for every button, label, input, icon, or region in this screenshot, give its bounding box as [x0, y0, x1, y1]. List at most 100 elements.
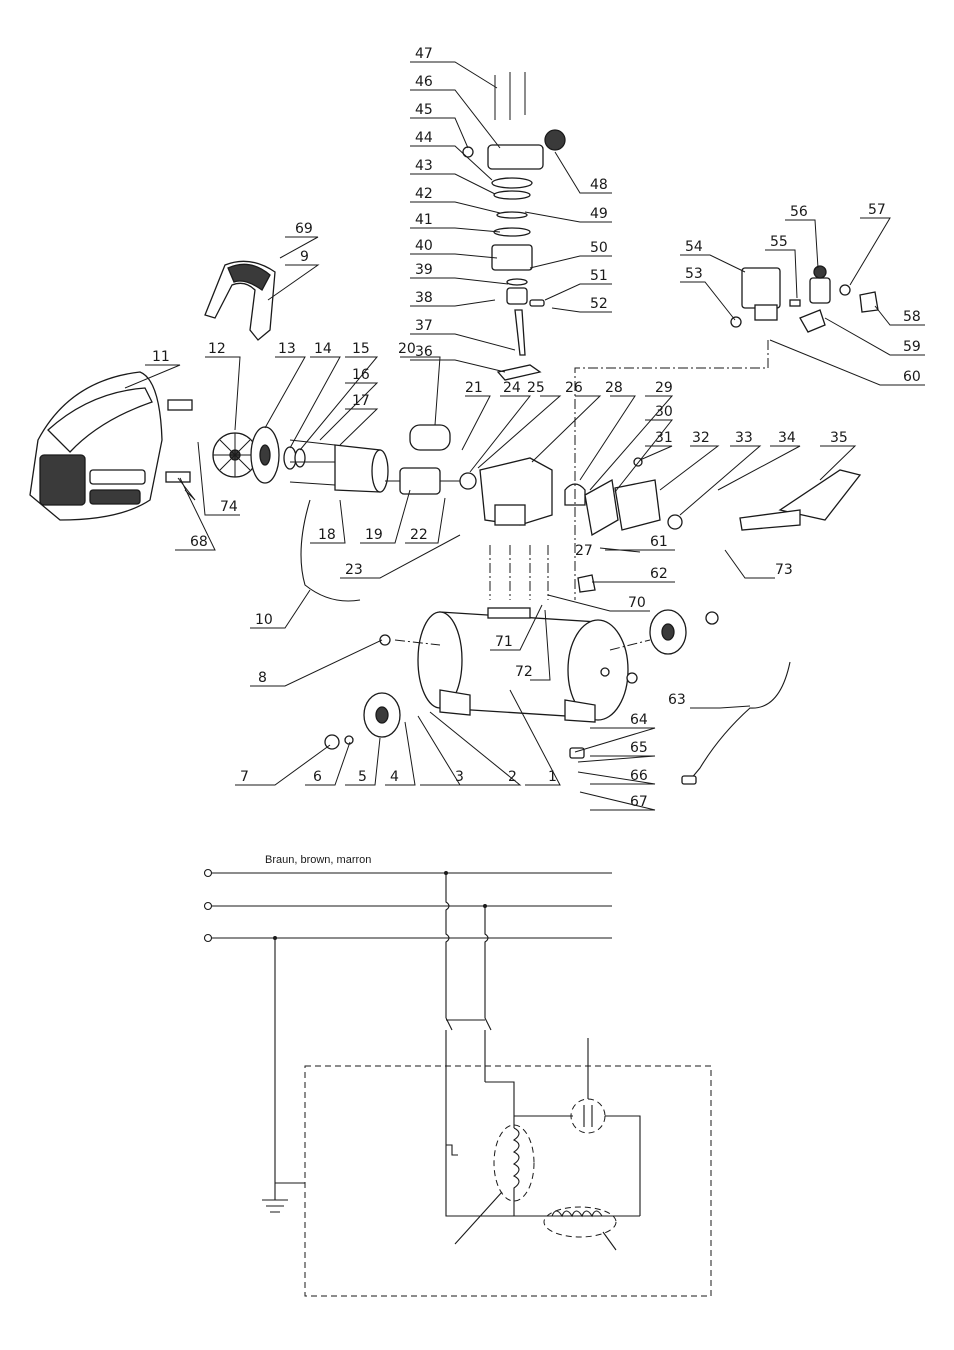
- callout-73: 73: [775, 562, 793, 578]
- callout-49: 49: [590, 206, 608, 222]
- callout-53: 53: [685, 266, 703, 282]
- callout-18: 18: [318, 527, 336, 543]
- part-bracket-lower: [165, 471, 191, 483]
- callout-27: 27: [575, 543, 593, 559]
- callout-14: 14: [314, 341, 332, 357]
- callout-35: 35: [830, 430, 848, 446]
- callout-20: 20: [398, 341, 416, 357]
- part-rotor: [385, 467, 460, 495]
- callout-46: 46: [415, 74, 433, 90]
- callout-10: 10: [255, 612, 273, 628]
- part-check-valve: [577, 574, 596, 593]
- callout-9: 9: [300, 249, 309, 265]
- part-crankcase: [459, 457, 553, 526]
- callout-36: 36: [415, 344, 433, 360]
- callout-56: 56: [790, 204, 808, 220]
- callout-57: 57: [868, 202, 886, 218]
- callout-32: 32: [692, 430, 710, 446]
- motor-enclosure: [304, 1065, 712, 1297]
- callout-37: 37: [415, 318, 433, 334]
- callout-40: 40: [415, 238, 433, 254]
- part-stator: [289, 439, 389, 493]
- callout-63: 63: [668, 692, 686, 708]
- part-power-cord: [689, 661, 791, 781]
- callout-59: 59: [903, 339, 921, 355]
- callout-50: 50: [590, 240, 608, 256]
- assembly-line-bolts: [489, 545, 549, 600]
- parts-drawing: [29, 72, 879, 785]
- callout-38: 38: [415, 290, 433, 306]
- callout-33: 33: [735, 430, 753, 446]
- part-plug: [667, 514, 683, 530]
- part-right-cover: [739, 469, 862, 531]
- wiring-schematic: Braun, brown, marron: [203, 854, 712, 1297]
- part-hose: [300, 499, 361, 602]
- callout-69: 69: [295, 221, 313, 237]
- part-tank: [417, 607, 629, 723]
- callout-2: 2: [508, 769, 517, 785]
- part-plug-head: [681, 775, 697, 785]
- callout-64: 64: [630, 712, 648, 728]
- callout-11: 11: [152, 349, 170, 365]
- part-handle: [204, 260, 276, 341]
- terminal-pe: [203, 933, 213, 943]
- callout-28: 28: [605, 380, 623, 396]
- callout-41: 41: [415, 212, 433, 228]
- callout-74: 74: [220, 499, 238, 515]
- callout-52: 52: [590, 296, 608, 312]
- callout-42: 42: [415, 186, 433, 202]
- callout-4: 4: [390, 769, 399, 785]
- wire-label: Braun, brown, marron: [265, 854, 371, 866]
- callout-70: 70: [628, 595, 646, 611]
- terminal-l1: [203, 868, 213, 878]
- callout-68: 68: [190, 534, 208, 550]
- callout-23: 23: [345, 562, 363, 578]
- callout-43: 43: [415, 158, 433, 174]
- callout-51: 51: [590, 268, 608, 284]
- callout-13: 13: [278, 341, 296, 357]
- callout-5: 5: [358, 769, 367, 785]
- part-wheel-left: [324, 692, 401, 750]
- callout-47: 47: [415, 46, 433, 62]
- callout-30: 30: [655, 404, 673, 420]
- callout-72: 72: [515, 664, 533, 680]
- assembly-line-tank: [394, 639, 651, 651]
- aux-winding: [543, 1206, 617, 1238]
- part-wheel-right: [626, 609, 719, 684]
- callout-15: 15: [352, 341, 370, 357]
- callout-6: 6: [313, 769, 322, 785]
- callout-45: 45: [415, 102, 433, 118]
- callout-31: 31: [655, 430, 673, 446]
- assembly-line-right: [574, 340, 769, 600]
- callout-8: 8: [258, 670, 267, 686]
- part-shroud: [29, 371, 163, 521]
- callout-71: 71: [495, 634, 513, 650]
- callout-1: 1: [548, 769, 557, 785]
- callout-25: 25: [527, 380, 545, 396]
- callout-60: 60: [903, 369, 921, 385]
- callout-7: 7: [240, 769, 249, 785]
- callout-21: 21: [465, 380, 483, 396]
- part-nut-8: [379, 634, 391, 646]
- callout-66: 66: [630, 768, 648, 784]
- part-cylinder-stack: [462, 72, 566, 381]
- callout-44: 44: [415, 130, 433, 146]
- callout-65: 65: [630, 740, 648, 756]
- part-valve-cover: [564, 457, 661, 537]
- callout-67: 67: [630, 794, 648, 810]
- callout-55: 55: [770, 234, 788, 250]
- part-capacitor: [409, 424, 451, 451]
- callout-17: 17: [352, 393, 370, 409]
- callout-3: 3: [455, 769, 464, 785]
- part-bracket-upper: [167, 399, 193, 411]
- callout-leaders: [124, 61, 925, 811]
- capacitor-symbol: [570, 1098, 606, 1134]
- callout-48: 48: [590, 177, 608, 193]
- callout-12: 12: [208, 341, 226, 357]
- callout-58: 58: [903, 309, 921, 325]
- terminal-n: [203, 901, 213, 911]
- callout-16: 16: [352, 367, 370, 383]
- callout-54: 54: [685, 239, 703, 255]
- main-winding: [493, 1124, 535, 1202]
